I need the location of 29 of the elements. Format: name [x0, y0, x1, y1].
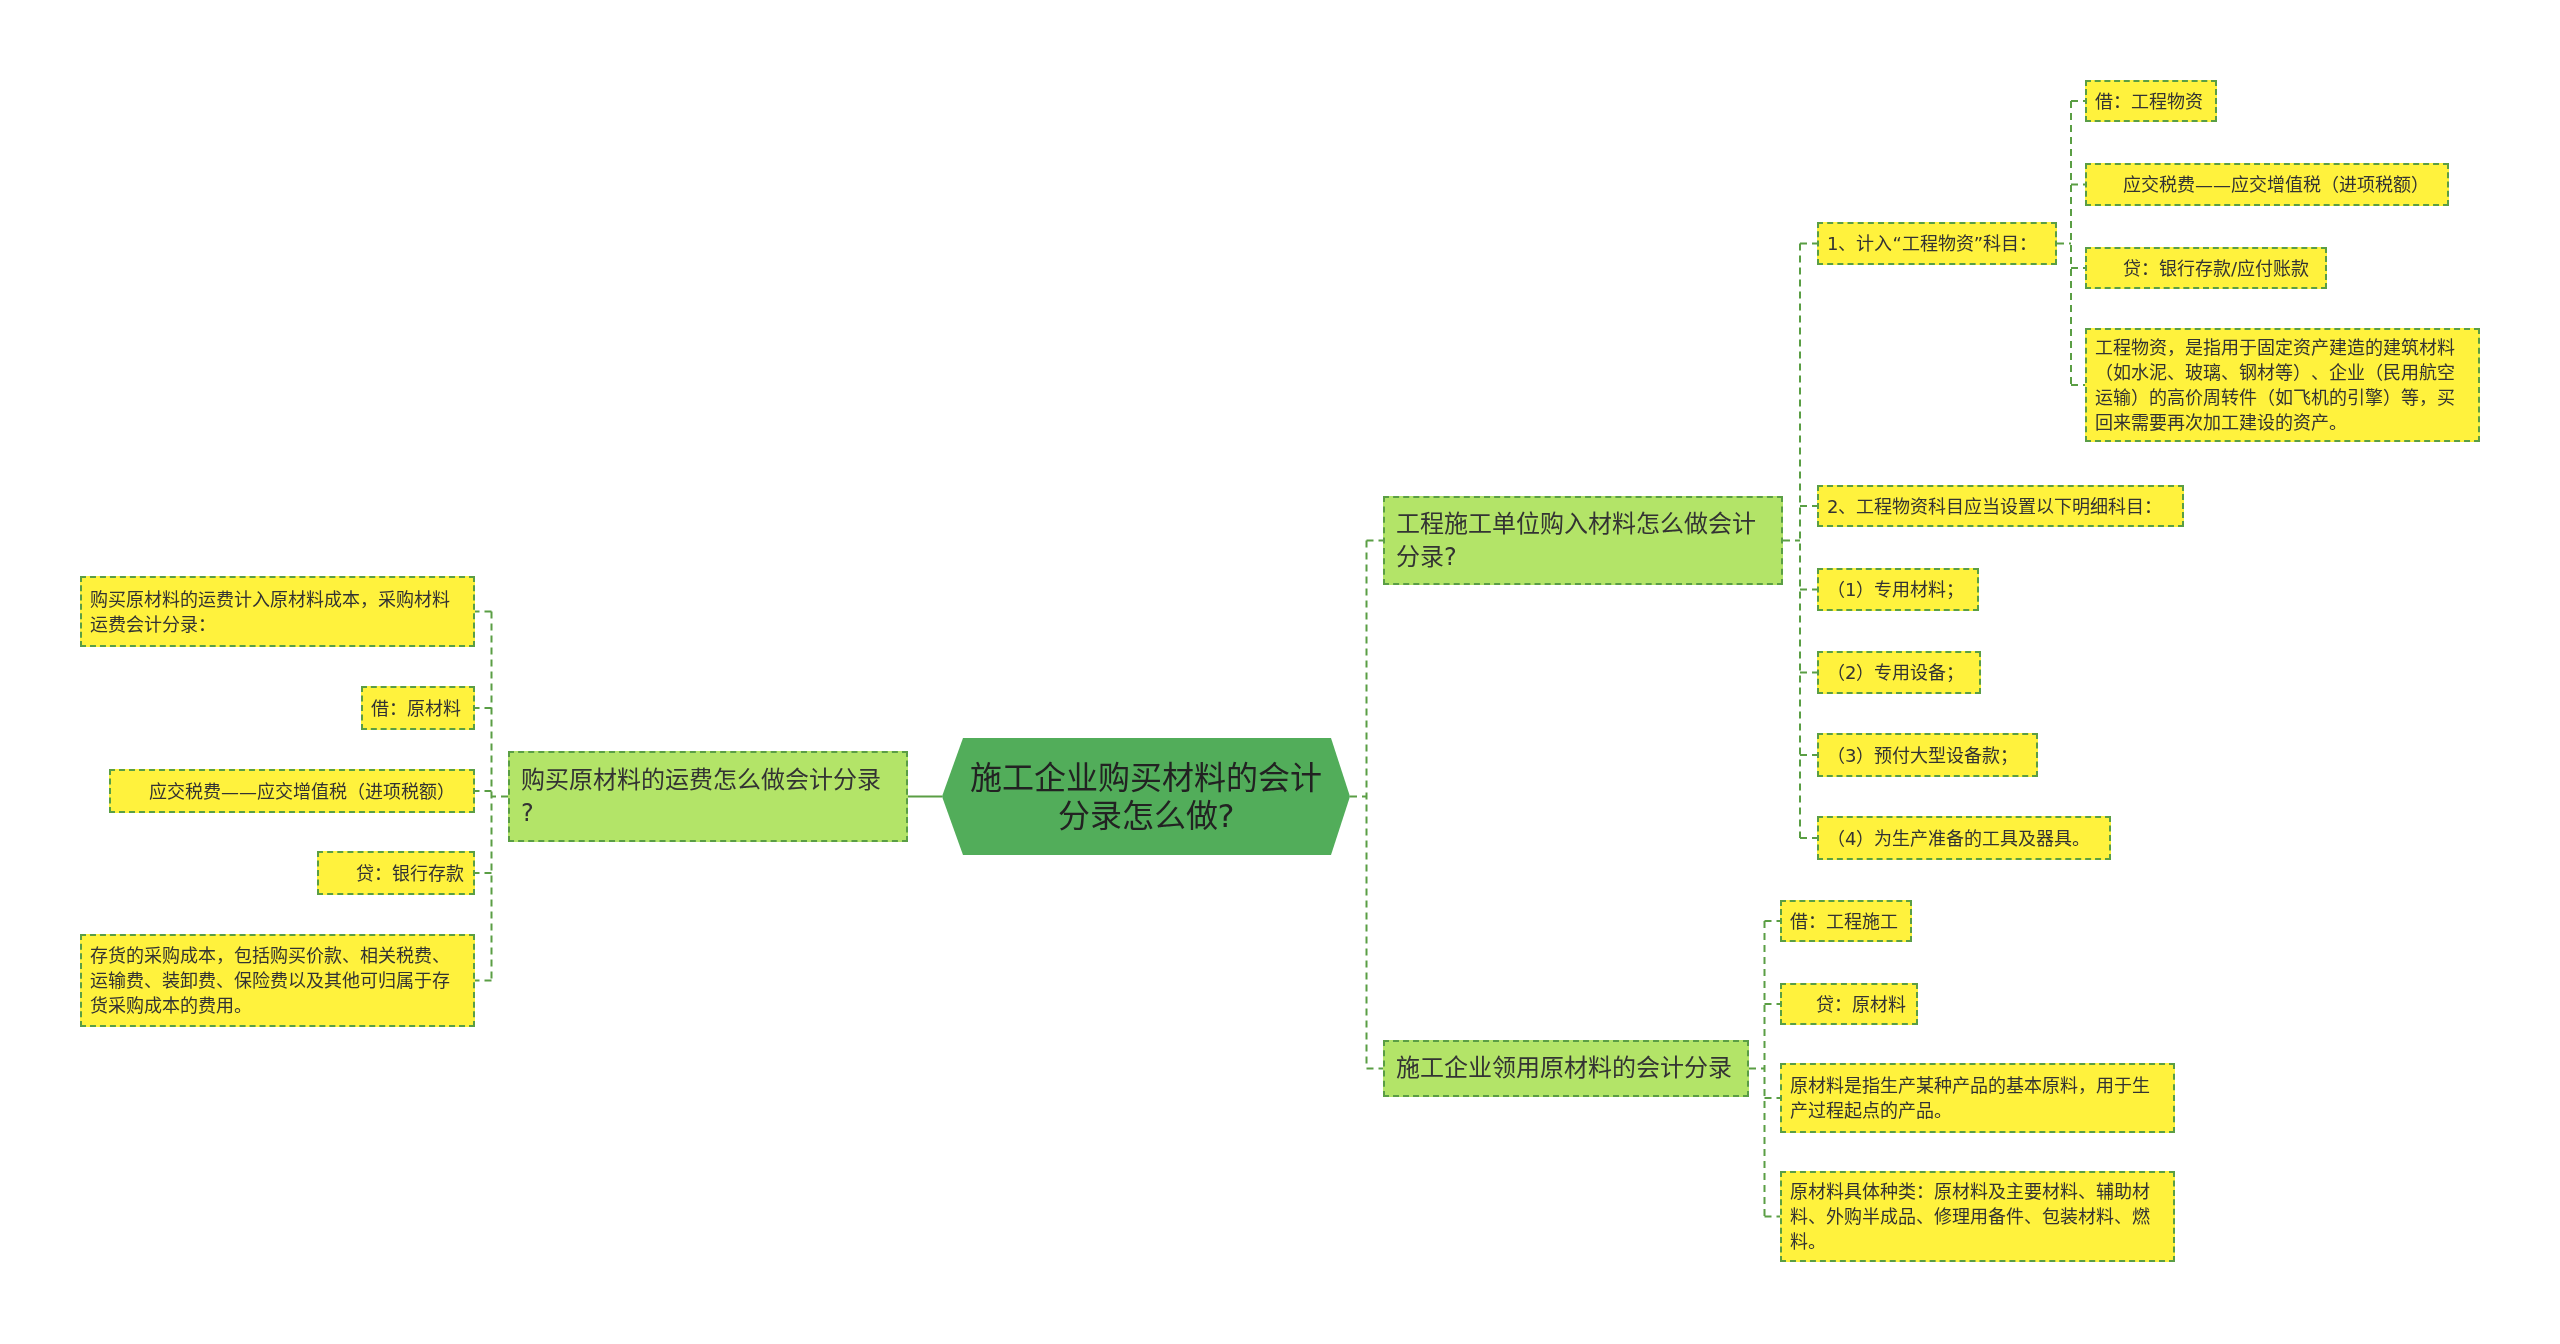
- note-box: （3）预付大型设备款；: [1817, 733, 2038, 777]
- note-box: 原材料具体种类：原材料及主要材料、辅助材料、外购半成品、修理用备件、包装材料、燃料。: [1780, 1171, 2175, 1262]
- note-box: （1）专用材料；: [1817, 568, 1979, 611]
- note-box: 2、工程物资科目应当设置以下明细科目：: [1817, 485, 2184, 527]
- note-box: 贷：银行存款: [317, 851, 475, 895]
- connector-line: [1748, 920, 1781, 1218]
- topic-box: 购买原材料的运费怎么做会计分录?: [508, 751, 908, 842]
- topic-hexagon: 施工企业购买材料的会计分录怎么做?: [942, 738, 1350, 855]
- note-box: （2）专用设备；: [1817, 651, 1981, 694]
- note-box: （4）为生产准备的工具及器具。: [1817, 816, 2111, 860]
- note-box: 借：工程施工: [1780, 900, 1912, 942]
- connector-line: [907, 795, 943, 798]
- connector-line: [474, 610, 509, 982]
- note-box: 购买原材料的运费计入原材料成本，采购材料运费会计分录：: [80, 576, 475, 647]
- note-box: 贷：原材料: [1780, 983, 1918, 1025]
- note-box: 借：工程物资: [2085, 80, 2217, 122]
- topic-box: 施工企业领用原材料的会计分录: [1383, 1040, 1749, 1097]
- connector-line: [1782, 242, 1818, 839]
- note-box: 应交税费——应交增值税（进项税额）: [109, 769, 475, 813]
- note-box: 贷：银行存款/应付账款: [2085, 247, 2327, 289]
- note-box: 借：原材料: [361, 686, 475, 730]
- note-box: 1、计入“工程物资”科目：: [1817, 222, 2057, 265]
- note-box: 存货的采购成本，包括购买价款、相关税费、运输费、装卸费、保险费以及其他可归属于存货采购成本的费用。: [80, 934, 475, 1027]
- topic-box: 工程施工单位购入材料怎么做会计分录?: [1383, 496, 1783, 585]
- note-box: 应交税费——应交增值税（进项税额）: [2085, 163, 2449, 206]
- note-box: 原材料是指生产某种产品的基本原料，用于生产过程起点的产品。: [1780, 1063, 2175, 1133]
- note-box: 工程物资，是指用于固定资产建造的建筑材料（如水泥、玻璃、钢材等）、企业（民用航空运输）的高价周转件（如飞机的引擎）等，买回来需要再次加工建设的资产。: [2085, 328, 2480, 442]
- connector-line: [1349, 539, 1384, 1070]
- connector-line: [2056, 100, 2086, 386]
